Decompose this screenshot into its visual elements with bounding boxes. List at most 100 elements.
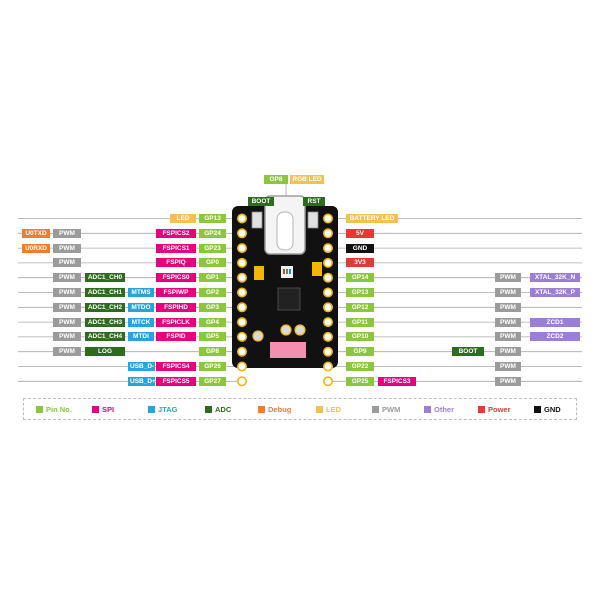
right-pin-gp22: GP22 xyxy=(346,362,374,371)
legend-swatch-other xyxy=(424,405,431,413)
legend-item-other: Other xyxy=(424,404,454,414)
left-label-8-2: MTDI xyxy=(128,332,154,342)
right-label-7-1: ZCD1 xyxy=(530,317,580,327)
right-label-11-0: FSPICS3 xyxy=(378,376,416,386)
right-label-5-0: PWM xyxy=(495,288,521,297)
rgb-led-label: RGB LED xyxy=(290,174,324,184)
left-pad-1 xyxy=(237,228,248,239)
legend-item-pin: Pin No. xyxy=(36,404,72,414)
left-label-4-0: PWM xyxy=(53,273,81,283)
left-label-7-2: MTCK xyxy=(128,317,154,327)
right-pin-gp12: GP12 xyxy=(346,302,374,312)
legend-label-other: Other xyxy=(434,404,455,414)
legend-swatch-power xyxy=(478,405,485,413)
right-label-10-0: PWM xyxy=(495,362,521,371)
boot-label: BOOT xyxy=(248,196,274,206)
left-pad-3 xyxy=(237,257,248,268)
legend-item-jtag: JTAG xyxy=(148,404,177,414)
left-pad-6 xyxy=(237,302,248,313)
left-pad-8 xyxy=(237,331,248,342)
left-pin-gp1-4: GP1 xyxy=(199,273,226,283)
legend-label-debug: Debug xyxy=(268,404,292,414)
left-label-8-1: ADC1_CH4 xyxy=(85,332,125,342)
right-pin-gp9: GP9 xyxy=(346,347,374,357)
left-label-6-0: PWM xyxy=(53,302,81,312)
legend-item-led: LED xyxy=(316,404,341,414)
legend-label-pin: Pin No. xyxy=(46,404,72,414)
left-label-6-2: MTDO xyxy=(128,302,154,312)
legend-swatch-pin xyxy=(36,405,43,413)
left-label-1-0: U0TXD xyxy=(22,228,50,238)
left-label-9-1: LOG xyxy=(85,347,125,357)
boot-button xyxy=(251,211,263,229)
legend-label-spi: SPI xyxy=(102,404,115,414)
pin-pads xyxy=(237,213,333,387)
left-label-11-1: FSPICS5 xyxy=(156,376,196,386)
battery-pad-b xyxy=(280,324,292,336)
right-label-11-1: PWM xyxy=(495,376,521,386)
right-pad-6 xyxy=(322,302,333,313)
left-label-1-1: PWM xyxy=(53,228,81,238)
left-label-6-1: ADC1_CH2 xyxy=(85,302,125,312)
right-label-9-0: BOOT xyxy=(452,347,484,357)
left-label-0-0: LED xyxy=(170,214,196,223)
left-pad-11 xyxy=(237,376,248,387)
legend-swatch-pwm xyxy=(372,405,379,413)
right-pad-5 xyxy=(322,287,333,298)
left-pad-4 xyxy=(237,272,248,283)
legend-item-power: Power xyxy=(478,404,511,414)
right-pad-7 xyxy=(322,317,333,328)
left-pin-gp23-2: GP23 xyxy=(199,243,226,253)
left-label-7-0: PWM xyxy=(53,317,81,327)
left-pin-gp5-8: GP5 xyxy=(199,332,226,342)
rst-label: RST xyxy=(303,196,325,206)
battery-pad-a xyxy=(252,330,264,342)
right-label-5-1: XTAL_32K_P xyxy=(530,288,580,297)
left-pin-gp13-0: GP13 xyxy=(199,214,226,223)
antenna-pad xyxy=(270,342,306,358)
battery-pad-c xyxy=(294,324,306,336)
left-label-10-0: USB_D- xyxy=(128,362,155,371)
legend-label-power: Power xyxy=(488,404,511,414)
right-label-4-0: PWM xyxy=(495,273,521,283)
right-pad-4 xyxy=(322,272,333,283)
legend-swatch-adc xyxy=(205,405,212,413)
left-pin-gp24-1: GP24 xyxy=(199,228,226,238)
right-label-9-1: PWM xyxy=(495,347,521,357)
left-pin-gp2-5: GP2 xyxy=(199,288,226,297)
rgb-led-green xyxy=(286,269,288,274)
left-pad-10 xyxy=(237,361,248,372)
legend-label-jtag: JTAG xyxy=(158,404,178,414)
yellow-component-left xyxy=(254,266,264,280)
legend-swatch-spi xyxy=(92,405,99,413)
legend-item-spi: SPI xyxy=(92,404,114,414)
left-label-5-0: PWM xyxy=(53,288,81,297)
left-pin-gp27-11: GP27 xyxy=(199,376,226,386)
left-label-9-0: PWM xyxy=(53,347,81,357)
usb-c-port xyxy=(276,211,294,251)
yellow-component-right xyxy=(312,262,322,276)
legend-label-adc: ADC xyxy=(215,404,232,414)
right-pin-gp11: GP11 xyxy=(346,317,374,327)
board xyxy=(232,195,338,387)
right-pin-gnd: GND xyxy=(346,243,374,253)
left-label-3-1: FSPIQ xyxy=(156,258,196,268)
left-pin-gp3-6: GP3 xyxy=(199,302,226,312)
legend-label-pwm: PWM xyxy=(382,404,401,414)
right-label-8-0: PWM xyxy=(495,332,521,342)
legend-swatch-debug xyxy=(258,405,265,413)
legend-label-led: LED xyxy=(326,404,341,414)
right-pad-9 xyxy=(322,346,333,357)
left-label-5-1: ADC1_CH1 xyxy=(85,288,125,297)
left-label-3-0: PWM xyxy=(53,258,81,268)
right-label-7-0: PWM xyxy=(495,317,521,327)
legend-swatch-gnd xyxy=(534,405,541,413)
left-pad-5 xyxy=(237,287,248,298)
legend-item-adc: ADC xyxy=(205,404,231,414)
left-label-10-1: FSPICS4 xyxy=(156,362,196,371)
rgb-led-red xyxy=(283,269,285,274)
right-pad-3 xyxy=(322,257,333,268)
left-label-7-3: FSPICLK xyxy=(156,317,196,327)
right-pin-5v: 5V xyxy=(346,228,374,238)
